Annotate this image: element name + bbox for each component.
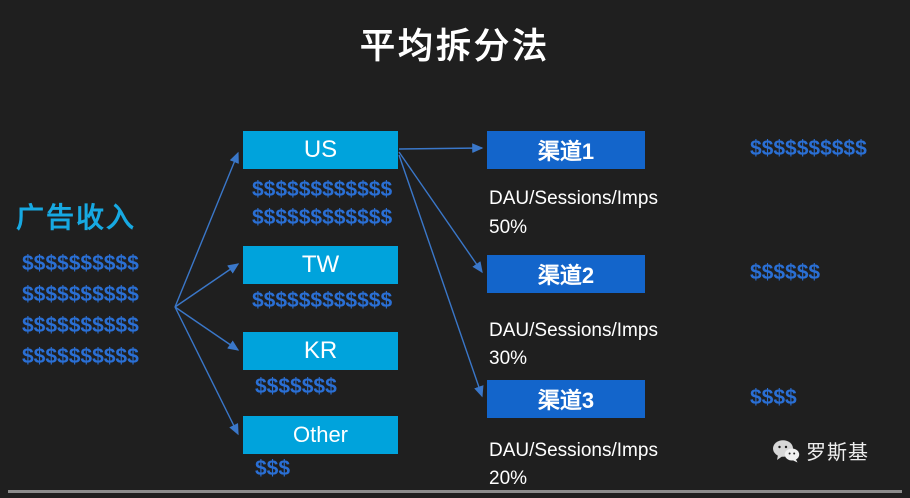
ad-revenue-label: 广告收入 bbox=[16, 202, 137, 233]
channel1-metric: DAU/Sessions/Imps bbox=[489, 188, 658, 209]
region-box-tw: TW bbox=[243, 246, 398, 284]
other-dollar-row: $$$ bbox=[255, 457, 291, 480]
channel2-revenue: $$$$$$ bbox=[750, 261, 821, 284]
region-box-us: US bbox=[243, 131, 398, 169]
dollar-row: $$$$$$$$$$ bbox=[22, 345, 139, 368]
arrow-revenue-to-tw bbox=[174, 263, 240, 308]
page-title: 平均拆分法 bbox=[359, 27, 550, 66]
ad-revenue-dollars: $$$$$$$$$$ $$$$$$$$$$ $$$$$$$$$$ $$$$$$$… bbox=[22, 248, 139, 372]
us-dollar-row: $$$$$$$$$$$$ bbox=[252, 206, 393, 229]
us-dollar-row: $$$$$$$$$$$$ bbox=[252, 178, 393, 201]
kr-dollar-row: $$$$$$$ bbox=[255, 375, 337, 398]
arrow-revenue-to-kr bbox=[174, 306, 240, 351]
region-box-kr: KR bbox=[243, 332, 398, 370]
tw-dollar-row: $$$$$$$$$$$$ bbox=[252, 289, 393, 312]
channel2-share: 30% bbox=[489, 348, 528, 369]
channel-box-1: 渠道1 bbox=[487, 131, 645, 169]
arrow-us-to-channel1 bbox=[398, 143, 484, 154]
dollar-row: $$$$$$$$$$ bbox=[22, 252, 139, 275]
channel2-metric: DAU/Sessions/Imps bbox=[489, 320, 658, 341]
arrow-revenue-to-us bbox=[174, 151, 239, 308]
channel3-share: 20% bbox=[489, 468, 528, 489]
dollar-row: $$$$$$$$$$ bbox=[22, 314, 139, 337]
channel3-revenue: $$$$ bbox=[750, 386, 797, 409]
watermark: 罗斯基 bbox=[772, 436, 869, 465]
watermark-label: 罗斯基 bbox=[806, 442, 869, 464]
arrow-us-to-channel2 bbox=[398, 151, 483, 274]
region-box-other: Other bbox=[243, 416, 398, 454]
channel-box-3: 渠道3 bbox=[487, 380, 645, 418]
dollar-row: $$$$$$$$$$ bbox=[22, 283, 139, 306]
bottom-divider bbox=[8, 490, 902, 493]
wechat-icon bbox=[773, 439, 800, 462]
channel-box-2: 渠道2 bbox=[487, 255, 645, 293]
channel1-share: 50% bbox=[489, 217, 528, 238]
channel3-metric: DAU/Sessions/Imps bbox=[489, 440, 658, 461]
channel1-revenue: $$$$$$$$$$ bbox=[750, 137, 867, 160]
arrow-us-to-channel3 bbox=[398, 154, 484, 398]
arrow-revenue-to-other bbox=[174, 306, 239, 436]
